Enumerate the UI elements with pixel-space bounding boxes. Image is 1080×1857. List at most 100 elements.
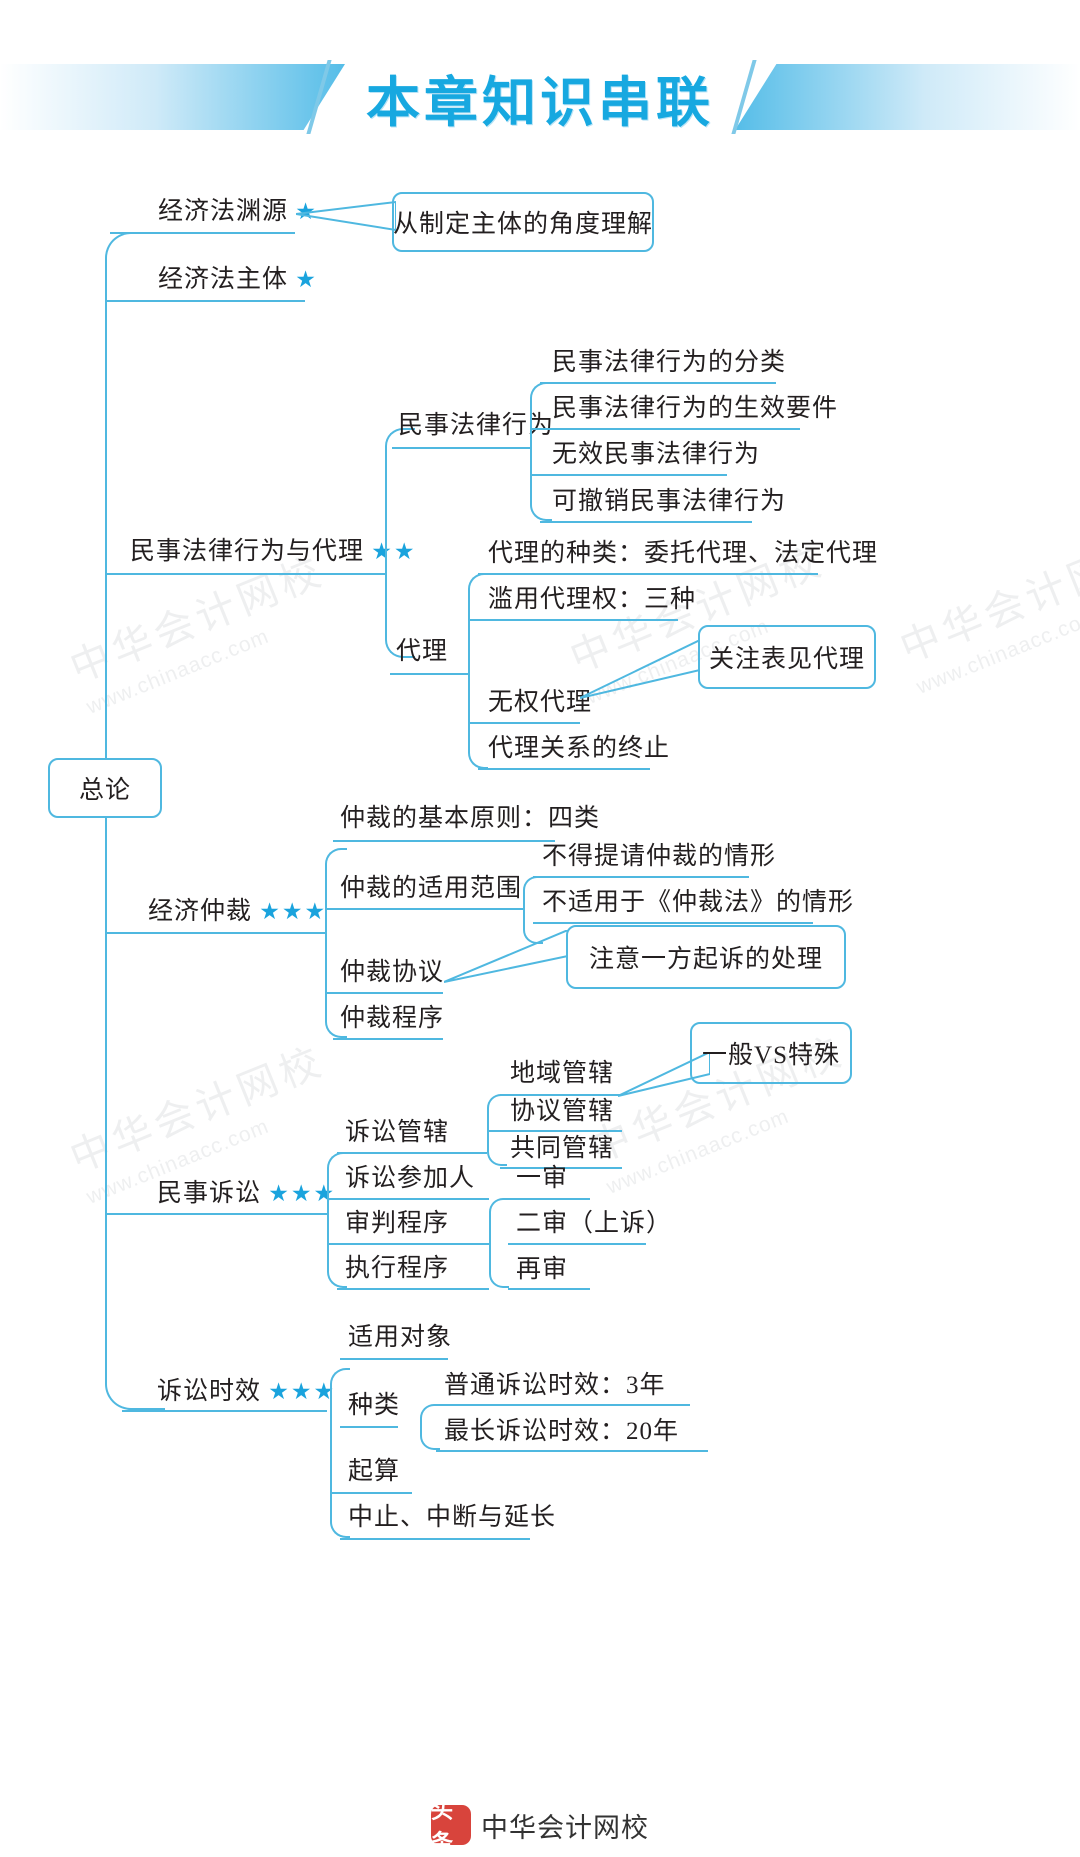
branch-5-spine-down [327, 1213, 347, 1288]
branch-4-item[interactable]: 仲裁协议 [340, 959, 444, 987]
branch-4-label[interactable]: 经济仲裁 ★★★ [148, 898, 327, 926]
branch-6-item[interactable]: 起算 [348, 1458, 400, 1486]
branch-3-sub-1-item[interactable]: 可撤销民事法律行为 [552, 488, 786, 516]
page-header: 本章知识串联 [0, 46, 1080, 146]
branch-5-item[interactable]: 诉讼管辖 [345, 1119, 449, 1147]
branch-3-text: 民事法律行为与代理 [130, 538, 365, 565]
item-label: 无权代理 [488, 689, 593, 716]
item-label: 起算 [348, 1458, 401, 1485]
branch-5-text: 民事诉讼 [157, 1180, 262, 1207]
footer: 头条 中华会计网校 [0, 1799, 1080, 1856]
branch-5-label[interactable]: 民事诉讼 ★★★ [157, 1180, 336, 1208]
branch-5-jur-tick-2 [487, 1130, 507, 1132]
branch-4-item[interactable]: 仲裁的适用范围 [340, 875, 522, 903]
branch-4-text: 经济仲裁 [148, 898, 253, 925]
item-label: 共同管辖 [510, 1135, 615, 1162]
branch-6-kind-spine-up [420, 1404, 440, 1426]
branch-1-label[interactable]: 经济法渊源 ★ [158, 198, 318, 226]
item-underline [478, 573, 818, 575]
item-label: 民事法律行为的分类 [552, 349, 787, 376]
branch-6-kind-item[interactable]: 最长诉讼时效：20年 [444, 1418, 679, 1446]
branch-5-item[interactable]: 审判程序 [345, 1210, 449, 1238]
branch-5-jurisdiction-item[interactable]: 协议管辖 [510, 1098, 614, 1126]
branch-1-callout[interactable]: 从制定主体的角度理解 [392, 192, 654, 252]
branch-6-label[interactable]: 诉讼时效 ★★★ [157, 1378, 336, 1406]
branch-4-callout-label: 注意一方起诉的处理 [588, 946, 823, 973]
branch-5-trial-spine-up [489, 1198, 509, 1243]
branch-4-scope-item[interactable]: 不得提请仲裁的情形 [542, 843, 776, 871]
item-underline [337, 1288, 489, 1290]
branch-2-label[interactable]: 经济法主体 ★ [158, 266, 318, 294]
item-label: 诉讼参加人 [345, 1165, 476, 1192]
branch-5-trial-spine-down [489, 1243, 509, 1288]
item-underline [500, 1094, 622, 1096]
branch-3-label[interactable]: 民事法律行为与代理 ★★ [130, 538, 417, 566]
item-label: 再审 [516, 1256, 569, 1283]
item-underline [333, 840, 555, 842]
watermark-brand: 中华会计网校 [894, 529, 1080, 671]
branch-4-scope-spine-down [523, 908, 543, 944]
branch-1-text: 经济法渊源 [158, 198, 289, 225]
branch-4-callout[interactable]: 注意一方起诉的处理 [566, 925, 846, 989]
branch-5-jurisdiction-item[interactable]: 地域管辖 [510, 1060, 614, 1088]
branch-6-kind-spine-down [420, 1426, 440, 1450]
branch-3-sub-2-item[interactable]: 滥用代理权：三种 [488, 586, 696, 614]
toutiao-logo-text: 头条 [431, 1799, 454, 1856]
branch-3-sub-1-item[interactable]: 无效民事法律行为 [552, 441, 760, 469]
toutiao-logo-icon: 头条 [431, 1799, 471, 1856]
branch-2-text: 经济法主体 [158, 266, 289, 293]
item-label: 仲裁程序 [340, 1005, 445, 1032]
branch-4-underline [120, 932, 325, 934]
root-node-label: 总论 [78, 777, 131, 804]
branch-5-trial-item[interactable]: 再审 [516, 1256, 568, 1284]
star-rating: ★ [295, 267, 318, 292]
root-node[interactable]: 总论 [48, 758, 162, 818]
branch-3-sub-2-children-up [468, 573, 488, 673]
branch-4-item[interactable]: 仲裁的基本原则：四类 [340, 805, 600, 833]
item-underline [540, 521, 752, 523]
branch-5-callout-label: 一般VS特殊 [702, 1042, 840, 1069]
branch-6-text: 诉讼时效 [157, 1378, 262, 1405]
branch-4-scope-spine-up [523, 876, 543, 908]
branch-3-sub-1-item[interactable]: 民事法律行为的生效要件 [552, 395, 838, 423]
item-label: 二审（上诉） [516, 1210, 673, 1237]
branch-3-sub-2-item[interactable]: 无权代理 [488, 689, 592, 717]
item-underline [508, 1243, 646, 1245]
item-label: 不得提请仲裁的情形 [542, 843, 777, 870]
branch-4-scope-item[interactable]: 不适用于《仲裁法》的情形 [542, 889, 854, 917]
branch-3-sub-2-callout[interactable]: 关注表见代理 [698, 625, 876, 689]
item-underline [333, 908, 523, 910]
branch-5-item[interactable]: 诉讼参加人 [345, 1165, 475, 1193]
item-label: 种类 [348, 1392, 401, 1419]
branch-5-item[interactable]: 执行程序 [345, 1255, 449, 1283]
item-underline [540, 382, 776, 384]
branch-4-item[interactable]: 仲裁程序 [340, 1005, 444, 1033]
branch-6-item[interactable]: 中止、中断与延长 [348, 1504, 556, 1532]
branch-6-item[interactable]: 适用对象 [348, 1324, 452, 1352]
star-rating: ★★★ [268, 1181, 337, 1206]
item-underline [337, 1198, 489, 1200]
branch-3-sub-2-children-down [468, 673, 488, 769]
branch-1-underline [110, 232, 295, 234]
branch-3-sub-2-label[interactable]: 代理 [396, 638, 448, 666]
item-underline [340, 1358, 448, 1360]
branch-3-spine-up [385, 428, 415, 573]
branch-5-jurisdiction-item[interactable]: 共同管辖 [510, 1135, 614, 1163]
branch-6-spine-down [330, 1410, 350, 1538]
item-underline [508, 1288, 590, 1290]
branch-5-trial-item[interactable]: 一审 [516, 1165, 568, 1193]
branch-6-item[interactable]: 种类 [348, 1392, 400, 1420]
item-underline [540, 474, 727, 476]
watermark: 中华会计网校 www.chinaacc.com [890, 519, 1080, 700]
branch-6-kind-item[interactable]: 普通诉讼时效：3年 [444, 1372, 666, 1400]
branch-3-sub-2-item[interactable]: 代理的种类：委托代理、法定代理 [488, 540, 878, 568]
branch-3-sub-1-item[interactable]: 民事法律行为的分类 [552, 349, 786, 377]
item-label: 协议管辖 [510, 1098, 615, 1125]
branch-5-trial-item[interactable]: 二审（上诉） [516, 1210, 672, 1238]
branch-3-sub-1-label[interactable]: 民事法律行为 [398, 412, 554, 440]
branch-3-sub-2-text: 代理 [396, 638, 449, 665]
branch-5-callout[interactable]: 一般VS特殊 [690, 1022, 852, 1084]
item-underline [436, 1404, 690, 1406]
branch-3-sub-2-item[interactable]: 代理关系的终止 [488, 735, 670, 763]
